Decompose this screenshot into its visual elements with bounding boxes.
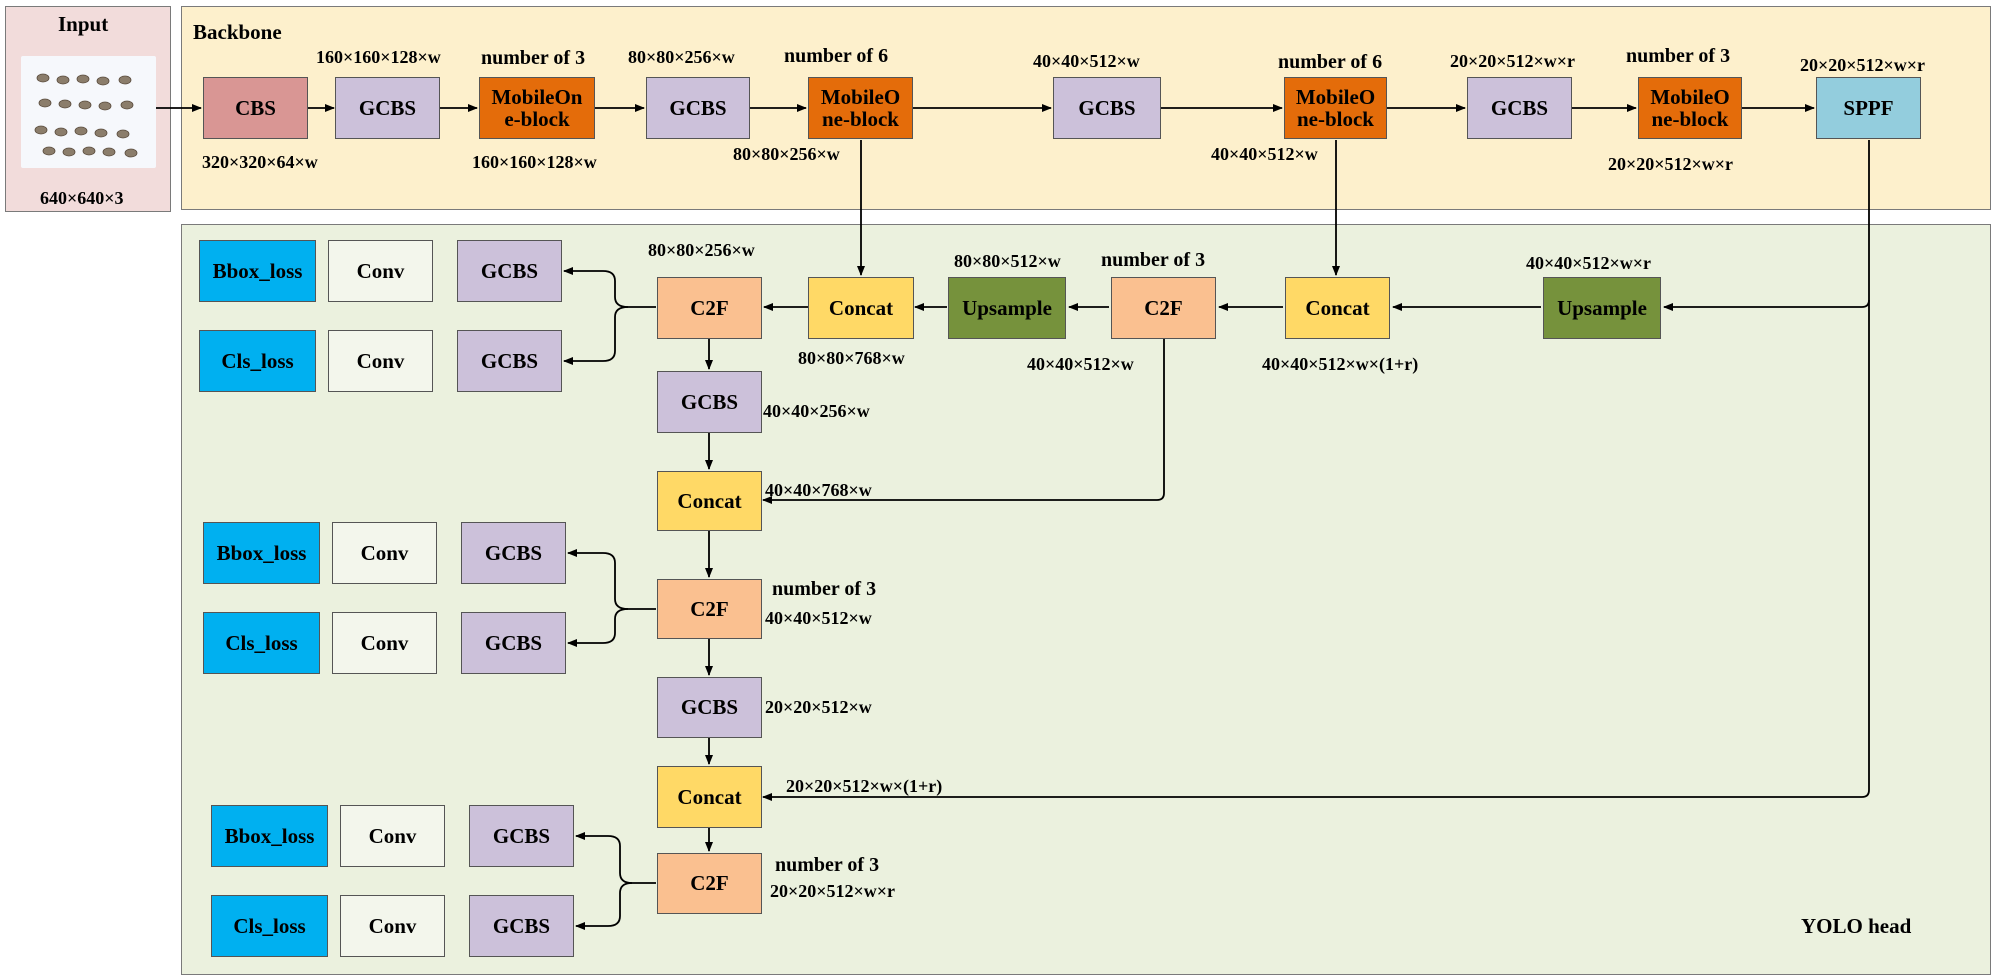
upsample-block-2: Upsample bbox=[1543, 277, 1661, 339]
mob4-output-size: 20×20×512×w×r bbox=[1608, 154, 1734, 174]
c2f3-output-size: 40×40×512×w bbox=[765, 608, 872, 628]
mob2-repeat-count: number of 6 bbox=[784, 45, 889, 67]
conv-3b: Conv bbox=[340, 895, 445, 957]
mobileone-block-2-label: MobileO ne-block bbox=[820, 84, 901, 131]
concat2-output-size: 40×40×512×w×(1+r) bbox=[1262, 354, 1419, 374]
c2f3-repeat-count: number of 3 bbox=[772, 578, 877, 600]
gcbs-out-1b: GCBS bbox=[457, 330, 562, 392]
upsample-block-1: Upsample bbox=[948, 277, 1066, 339]
gcbs-out-2b: GCBS bbox=[461, 612, 566, 674]
mob3-output-size: 40×40×512×w bbox=[1211, 144, 1318, 164]
gcbs-block-2: GCBS bbox=[646, 77, 750, 139]
c2f4-output-size: 20×20×512×w×r bbox=[770, 881, 896, 901]
cbs-output-size: 320×320×64×w bbox=[202, 152, 318, 172]
cls-loss-1: Cls_loss bbox=[199, 330, 316, 392]
c2f4-repeat-count: number of 3 bbox=[775, 854, 880, 876]
gcbs-d1-output-size: 40×40×256×w bbox=[763, 401, 870, 421]
mob1-repeat-count: number of 3 bbox=[481, 47, 586, 69]
concat1-output-size: 80×80×768×w bbox=[798, 348, 905, 368]
mobileone-block-2: MobileO ne-block bbox=[808, 77, 913, 139]
bbox-loss-2: Bbox_loss bbox=[203, 522, 320, 584]
mobileone-block-3: MobileO ne-block bbox=[1284, 77, 1387, 139]
concat-block-1: Concat bbox=[808, 277, 914, 339]
bbox-loss-1: Bbox_loss bbox=[199, 240, 316, 302]
gcbs-out-3b: GCBS bbox=[469, 895, 574, 957]
upsample2-input-size: 40×40×512×w×r bbox=[1526, 253, 1652, 273]
gcbs-block-1: GCBS bbox=[335, 77, 440, 139]
c2f-block-3: C2F bbox=[657, 579, 762, 639]
mobileone-block-1-label: MobileOn e-block bbox=[491, 84, 583, 131]
sppf-output-size: 20×20×512×w×r bbox=[1800, 55, 1926, 75]
seed-samples-image bbox=[34, 73, 138, 158]
conv-3a: Conv bbox=[340, 805, 445, 867]
mob2-output-size: 80×80×256×w bbox=[733, 144, 840, 164]
c2f-block-0: C2F bbox=[657, 277, 762, 339]
input-image bbox=[21, 56, 156, 168]
conv-2b: Conv bbox=[332, 612, 437, 674]
mob3-repeat-count: number of 6 bbox=[1278, 51, 1383, 73]
bbox-loss-3: Bbox_loss bbox=[211, 805, 328, 867]
c2f-block-4: C2F bbox=[657, 853, 762, 914]
concat-block-3: Concat bbox=[657, 471, 762, 531]
conv-1b: Conv bbox=[328, 330, 433, 392]
gcbs-down-block-1: GCBS bbox=[657, 371, 762, 433]
mobileone-block-3-label: MobileO ne-block bbox=[1295, 84, 1376, 131]
upsample1-output-size: 80×80×512×w bbox=[954, 251, 1061, 271]
gcbs-block-3: GCBS bbox=[1053, 77, 1161, 139]
concat3-output-size: 40×40×768×w bbox=[765, 480, 872, 500]
gcbs4-output-size: 20×20×512×w×r bbox=[1450, 51, 1576, 71]
mobileone-block-1: MobileOn e-block bbox=[479, 77, 595, 139]
mob1-output-size: 160×160×128×w bbox=[472, 152, 597, 172]
cls-loss-3: Cls_loss bbox=[211, 895, 328, 957]
input-size-label: 640×640×3 bbox=[40, 188, 124, 208]
gcbs1-output-size: 160×160×128×w bbox=[316, 47, 441, 67]
gcbs2-output-size: 80×80×256×w bbox=[628, 47, 735, 67]
concat-block-2: Concat bbox=[1285, 277, 1390, 339]
cbs-block: CBS bbox=[203, 77, 308, 139]
cls-loss-2: Cls_loss bbox=[203, 612, 320, 674]
gcbs-block-4: GCBS bbox=[1467, 77, 1572, 139]
c2f1-output-size: 40×40×512×w bbox=[1027, 354, 1134, 374]
gcbs-d2-output-size: 20×20×512×w bbox=[765, 697, 872, 717]
conv-1a: Conv bbox=[328, 240, 433, 302]
backbone-title: Backbone bbox=[193, 20, 282, 44]
mobileone-block-4: MobileO ne-block bbox=[1638, 77, 1742, 139]
gcbs-out-2a: GCBS bbox=[461, 522, 566, 584]
conv-2a: Conv bbox=[332, 522, 437, 584]
gcbs3-output-size: 40×40×512×w bbox=[1033, 51, 1140, 71]
yolo-head-title: YOLO head bbox=[1801, 914, 1912, 938]
gcbs-down-block-2: GCBS bbox=[657, 677, 762, 738]
mobileone-block-4-label: MobileO ne-block bbox=[1650, 84, 1730, 131]
concat1-input-size: 80×80×256×w bbox=[648, 240, 755, 260]
gcbs-out-3a: GCBS bbox=[469, 805, 574, 867]
c2f-block-1: C2F bbox=[1111, 277, 1216, 339]
gcbs-out-1a: GCBS bbox=[457, 240, 562, 302]
mob4-repeat-count: number of 3 bbox=[1626, 45, 1731, 67]
c2f-block-0-label: C2F bbox=[690, 295, 729, 320]
sppf-block: SPPF bbox=[1816, 77, 1921, 139]
concat-block-4: Concat bbox=[657, 766, 762, 828]
concat4-output-size: 20×20×512×w×(1+r) bbox=[786, 776, 943, 796]
input-title: Input bbox=[58, 12, 109, 36]
c2f1-repeat-count: number of 3 bbox=[1101, 249, 1206, 271]
